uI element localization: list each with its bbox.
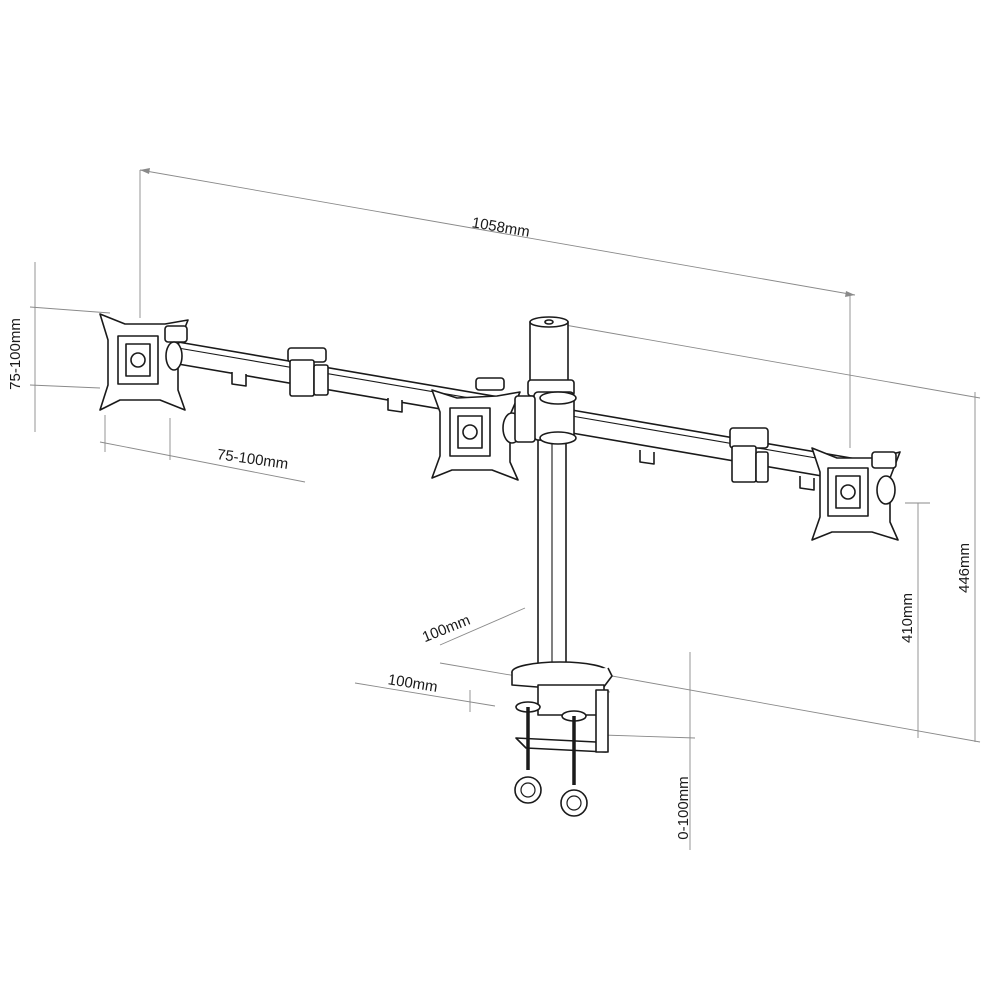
desk-clamp <box>511 661 613 817</box>
vesa-vertical-ext-bottom <box>29 384 101 389</box>
base-depth-dim-line <box>439 607 526 646</box>
pole <box>527 316 577 676</box>
label-vesa-vertical: 75-100mm <box>7 318 24 390</box>
cable-clip-4 <box>799 476 815 491</box>
label-base-depth: 100mm <box>420 612 473 647</box>
width-arrow-left <box>140 168 150 174</box>
clamp-bolt-left <box>514 701 542 804</box>
clamp-bolt-right <box>560 710 588 817</box>
clamp-ext-bottom <box>601 734 696 739</box>
vesa-plate-center <box>431 377 536 481</box>
width-dimension-line <box>139 169 856 296</box>
clamp-upper-bracket <box>537 684 605 716</box>
height-ext-top <box>564 324 981 399</box>
height-ext-bottom <box>611 675 981 743</box>
label-height-to-arm: 410mm <box>899 593 916 643</box>
cable-clip-2 <box>387 398 403 413</box>
dimension-lines <box>29 168 981 850</box>
label-clamp-range: 0-100mm <box>675 776 692 839</box>
label-total-height: 446mm <box>956 543 973 593</box>
hub-ring <box>539 391 577 405</box>
pole-top-hole <box>544 319 554 325</box>
vesa-horizontal-dim-line <box>99 441 306 483</box>
arm-joint-right <box>729 427 769 483</box>
hub-ring-lower <box>539 431 577 445</box>
vesa-plate-left <box>99 313 189 411</box>
arm-joint-left <box>287 347 329 397</box>
label-vesa-horizontal: 75-100mm <box>216 446 289 473</box>
width-arrow-right <box>845 291 855 297</box>
base-width-ext <box>354 682 496 707</box>
vesa-plate-right <box>811 447 901 541</box>
cable-clip-3 <box>639 450 655 465</box>
clamp-side <box>595 689 609 753</box>
cable-clip-1 <box>231 372 247 387</box>
pole-top-cap <box>529 321 569 389</box>
label-total-width: 1058mm <box>471 214 531 240</box>
vesa-vertical-ext-top <box>29 306 111 314</box>
